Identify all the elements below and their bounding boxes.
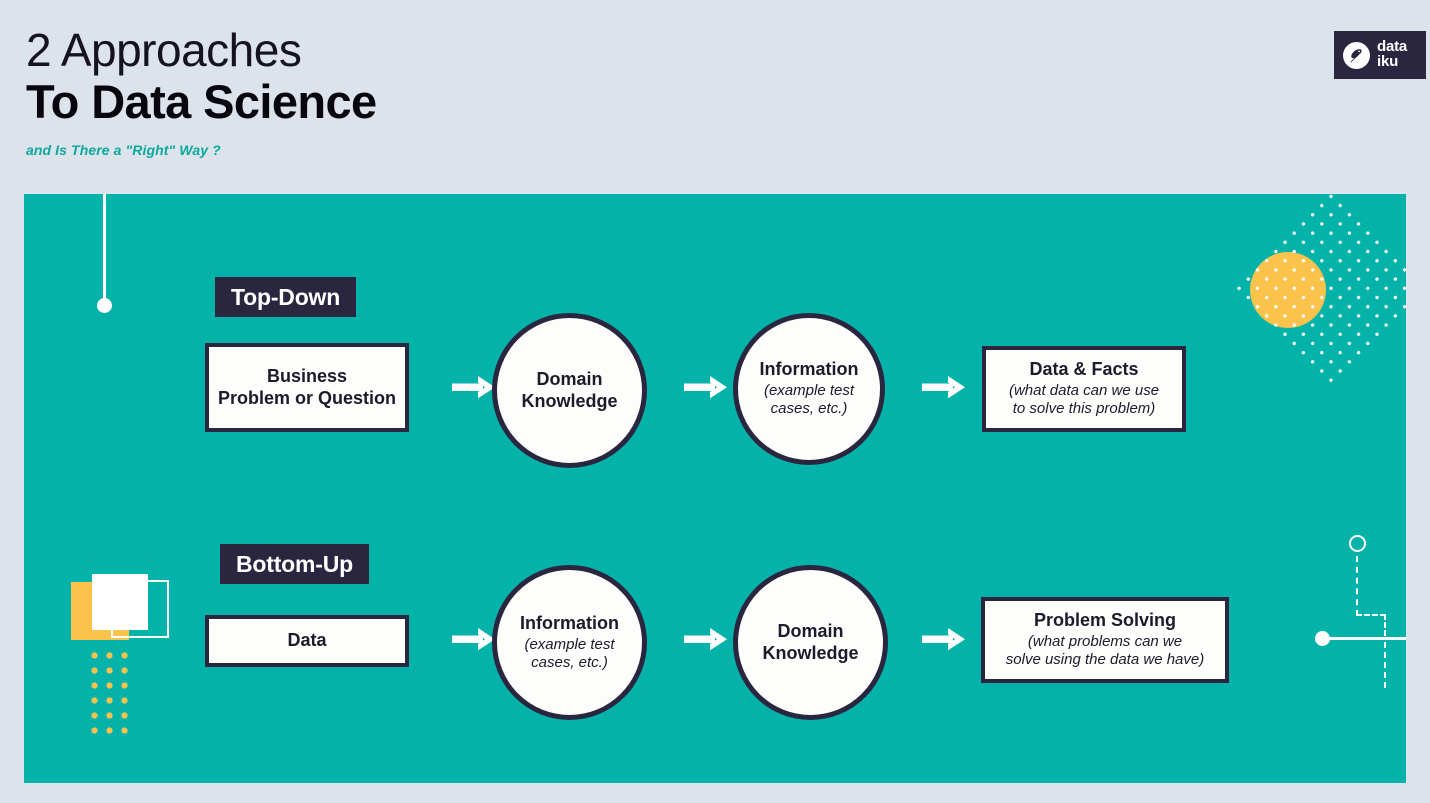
node-subtitle: (what problems can we solve using the da… xyxy=(1005,633,1205,669)
diagram-panel: Top-Down Business Problem or Question Do… xyxy=(24,194,1406,783)
arrow-right-icon xyxy=(684,628,727,651)
white-square-outline-decoration xyxy=(111,580,169,638)
right-circle-outline-decoration xyxy=(1349,535,1366,552)
node-subtitle: (what data can we use to solve this prob… xyxy=(1008,382,1160,418)
right-dashed-segment-1 xyxy=(1356,556,1358,616)
page-title-line1: 2 Approaches xyxy=(26,24,302,76)
node-title: Data xyxy=(287,630,327,651)
node-problem-solving[interactable]: Problem Solving (what problems can we so… xyxy=(981,597,1229,683)
right-dashed-segment-4 xyxy=(1384,642,1386,688)
top-left-line-decoration xyxy=(103,194,106,304)
node-title: Domain Knowledge xyxy=(762,620,859,663)
node-business-problem[interactable]: Business Problem or Question xyxy=(205,343,409,432)
node-title: Data & Facts xyxy=(1029,359,1139,380)
logo-text-line1: data xyxy=(1377,38,1408,56)
right-dashed-segment-2 xyxy=(1356,614,1386,616)
right-solid-line-decoration xyxy=(1321,637,1406,640)
node-data-and-facts[interactable]: Data & Facts (what data can we use to so… xyxy=(982,346,1186,432)
logo-wordmark: data iku xyxy=(1377,38,1408,70)
node-subtitle: (example test cases, etc.) xyxy=(524,635,615,671)
arrow-right-icon xyxy=(684,376,727,399)
row-badge-bottom-up: Bottom-Up xyxy=(220,544,369,584)
right-filled-dot-decoration xyxy=(1315,631,1330,646)
node-domain-knowledge-bottom[interactable]: Domain Knowledge xyxy=(733,565,888,720)
arrow-right-icon xyxy=(922,628,965,651)
node-data[interactable]: Data xyxy=(205,615,409,667)
node-title: Information xyxy=(520,612,619,633)
right-dashed-segment-3 xyxy=(1384,614,1386,636)
node-information-top[interactable]: Information (example test cases, etc.) xyxy=(733,313,885,465)
node-information-bottom[interactable]: Information (example test cases, etc.) xyxy=(492,565,647,720)
node-title: Information xyxy=(759,359,859,380)
node-subtitle: (example test cases, etc.) xyxy=(763,382,855,418)
top-left-dot-decoration xyxy=(97,298,112,313)
node-title: Problem Solving xyxy=(1033,610,1177,631)
node-title: Domain Knowledge xyxy=(521,368,618,411)
dataiku-logo: data iku xyxy=(1334,31,1426,79)
page-title-line2: To Data Science xyxy=(26,75,377,129)
white-square-decoration xyxy=(92,574,148,630)
bird-icon xyxy=(1343,41,1370,69)
yellow-dot-grid-decoration xyxy=(87,648,135,742)
arrow-right-icon xyxy=(922,376,965,399)
white-dot-diamond-decoration xyxy=(1224,194,1406,396)
page-subtitle: and Is There a "Right" Way ? xyxy=(26,142,221,159)
node-title: Business Problem or Question xyxy=(217,365,397,408)
header-title-block: 2 Approaches To Data Science and Is Ther… xyxy=(26,24,377,158)
row-badge-top-down: Top-Down xyxy=(215,277,357,317)
arrow-right-icon xyxy=(452,628,495,651)
node-domain-knowledge-top[interactable]: Domain Knowledge xyxy=(492,313,647,468)
arrow-right-icon xyxy=(452,376,495,399)
logo-text-line2: iku xyxy=(1377,53,1399,70)
